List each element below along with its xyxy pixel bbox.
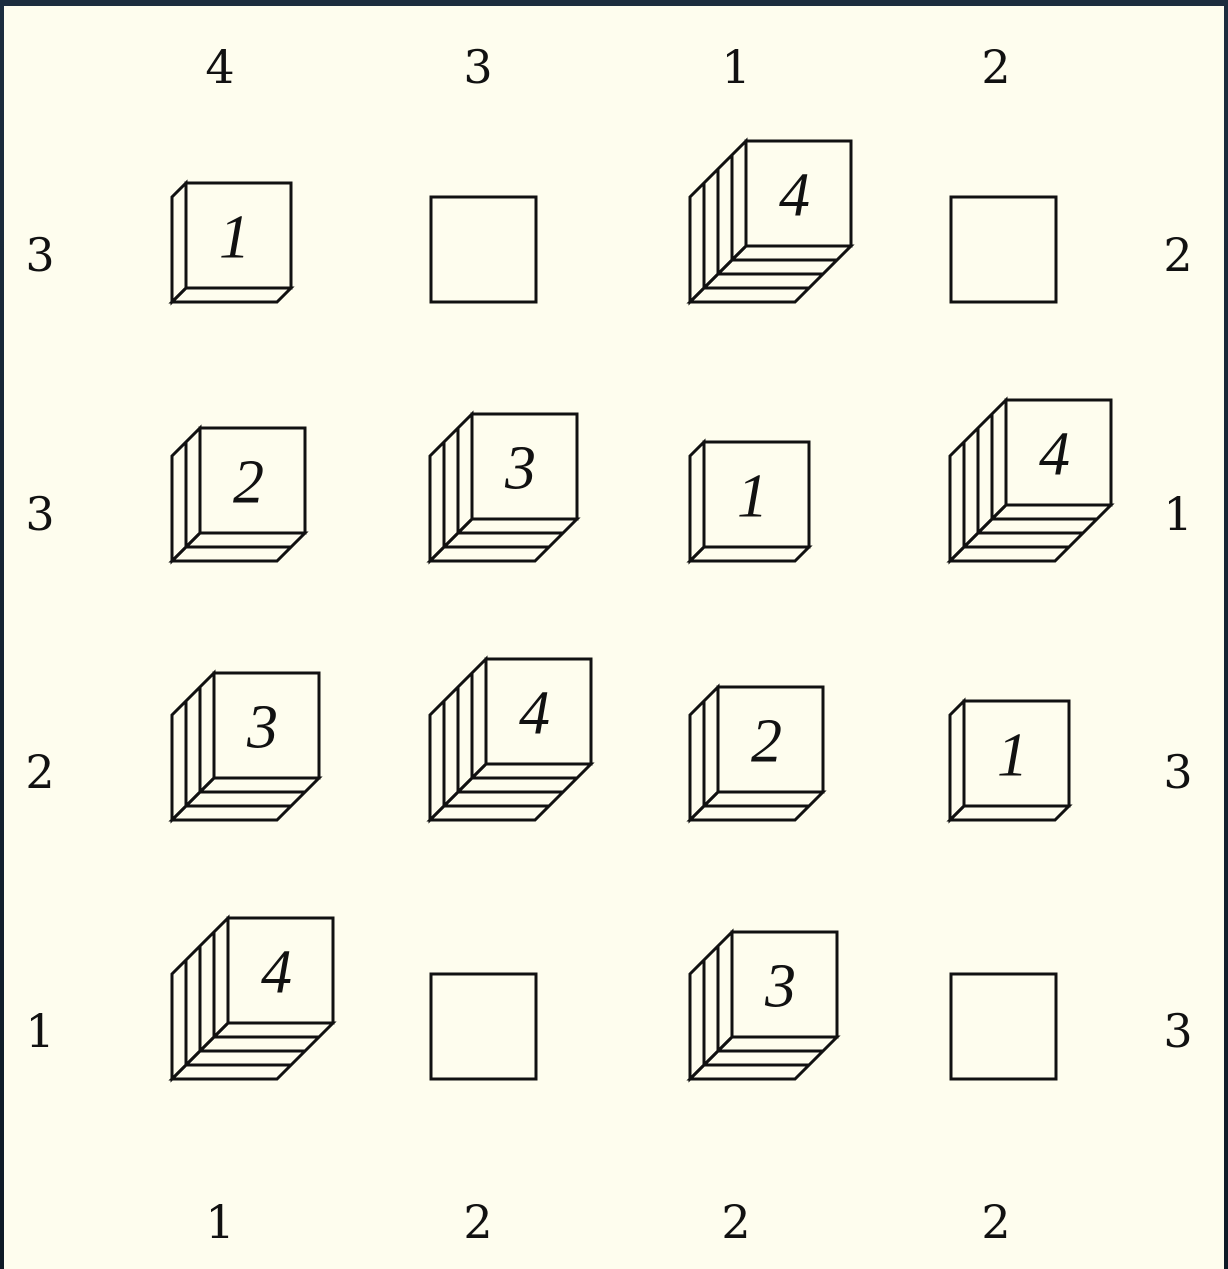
- stacked-tower-icon: 4: [172, 918, 333, 1079]
- grid-cell-r2-c3[interactable]: 1: [690, 442, 809, 561]
- clue-bottom-4: 2: [981, 1195, 1010, 1249]
- grid-cell-r3-c2[interactable]: 4: [430, 659, 591, 820]
- stacked-tower-icon: 2: [172, 428, 305, 561]
- cell-value: 4: [261, 939, 292, 1007]
- grid-cell-r1-c3[interactable]: 4: [690, 141, 851, 302]
- stacked-tower-icon: 4: [950, 400, 1111, 561]
- clue-bottom-2: 2: [463, 1195, 492, 1249]
- clue-right-4: 3: [1163, 1004, 1192, 1058]
- clue-right-2: 1: [1163, 487, 1192, 541]
- stacked-tower-icon: 1: [690, 442, 809, 561]
- stacked-tower-icon: 3: [172, 673, 319, 820]
- grid-cell-r4-c3[interactable]: 3: [690, 932, 837, 1079]
- cell-value: 3: [504, 435, 536, 503]
- stacked-tower-icon: 1: [172, 183, 291, 302]
- clues-right: 2 1 3 3: [1163, 228, 1192, 1058]
- cell-value: 2: [751, 708, 782, 776]
- grid-cell-r3-c4[interactable]: 1: [950, 701, 1069, 820]
- grid-cell-r2-c4[interactable]: 4: [950, 400, 1111, 561]
- clue-bottom-1: 1: [205, 1195, 234, 1249]
- grid-cell-r1-c2[interactable]: [431, 197, 536, 302]
- cell-value: 3: [764, 953, 796, 1021]
- grid-cell-r1-c4[interactable]: [951, 197, 1056, 302]
- clue-top-2: 3: [463, 40, 492, 94]
- cell-value: 1: [737, 463, 768, 531]
- stacked-tower-icon: 4: [690, 141, 851, 302]
- clue-top-4: 2: [981, 40, 1010, 94]
- grid-cell-r2-c1[interactable]: 2: [172, 428, 305, 561]
- puzzle-canvas: 4 3 1 2 1 2 2 2 3 3 2 1 2 1 3 3: [4, 6, 1224, 1269]
- clue-top-1: 4: [205, 40, 234, 94]
- empty-square-icon: [951, 197, 1056, 302]
- stacked-tower-icon: 2: [690, 687, 823, 820]
- empty-square-icon: [431, 974, 536, 1079]
- clues-top: 4 3 1 2: [205, 40, 1010, 94]
- cell-value: 1: [997, 722, 1028, 790]
- cell-value: 4: [779, 162, 810, 230]
- cell-value: 3: [246, 694, 278, 762]
- clue-left-3: 2: [25, 745, 54, 799]
- cell-value: 4: [519, 680, 550, 748]
- grid-cell-r1-c1[interactable]: 1: [172, 183, 291, 302]
- grid-cell-r3-c1[interactable]: 3: [172, 673, 319, 820]
- cell-value: 4: [1039, 421, 1070, 489]
- stacked-tower-icon: 1: [950, 701, 1069, 820]
- clue-right-3: 3: [1163, 745, 1192, 799]
- grid-cell-r4-c1[interactable]: 4: [172, 918, 333, 1079]
- puzzle-grid: 1 4 2 3 1 4 3 4 2 1 4 3: [172, 141, 1111, 1079]
- clue-bottom-3: 2: [721, 1195, 750, 1249]
- cell-value: 2: [233, 449, 264, 517]
- grid-cell-r4-c2[interactable]: [431, 974, 536, 1079]
- stacked-tower-icon: 3: [430, 414, 577, 561]
- skyscraper-puzzle-board: 4 3 1 2 1 2 2 2 3 3 2 1 2 1 3 3: [4, 6, 1224, 1269]
- clue-left-2: 3: [25, 487, 54, 541]
- cell-value: 1: [219, 204, 250, 272]
- clues-bottom: 1 2 2 2: [205, 1195, 1010, 1249]
- clue-right-1: 2: [1163, 228, 1192, 282]
- grid-cell-r2-c2[interactable]: 3: [430, 414, 577, 561]
- clue-top-3: 1: [721, 40, 750, 94]
- empty-square-icon: [951, 974, 1056, 1079]
- grid-cell-r3-c3[interactable]: 2: [690, 687, 823, 820]
- clue-left-1: 3: [25, 228, 54, 282]
- grid-cell-r4-c4[interactable]: [951, 974, 1056, 1079]
- clue-left-4: 1: [25, 1004, 54, 1058]
- empty-square-icon: [431, 197, 536, 302]
- stacked-tower-icon: 4: [430, 659, 591, 820]
- clues-left: 3 3 2 1: [25, 228, 54, 1058]
- stacked-tower-icon: 3: [690, 932, 837, 1079]
